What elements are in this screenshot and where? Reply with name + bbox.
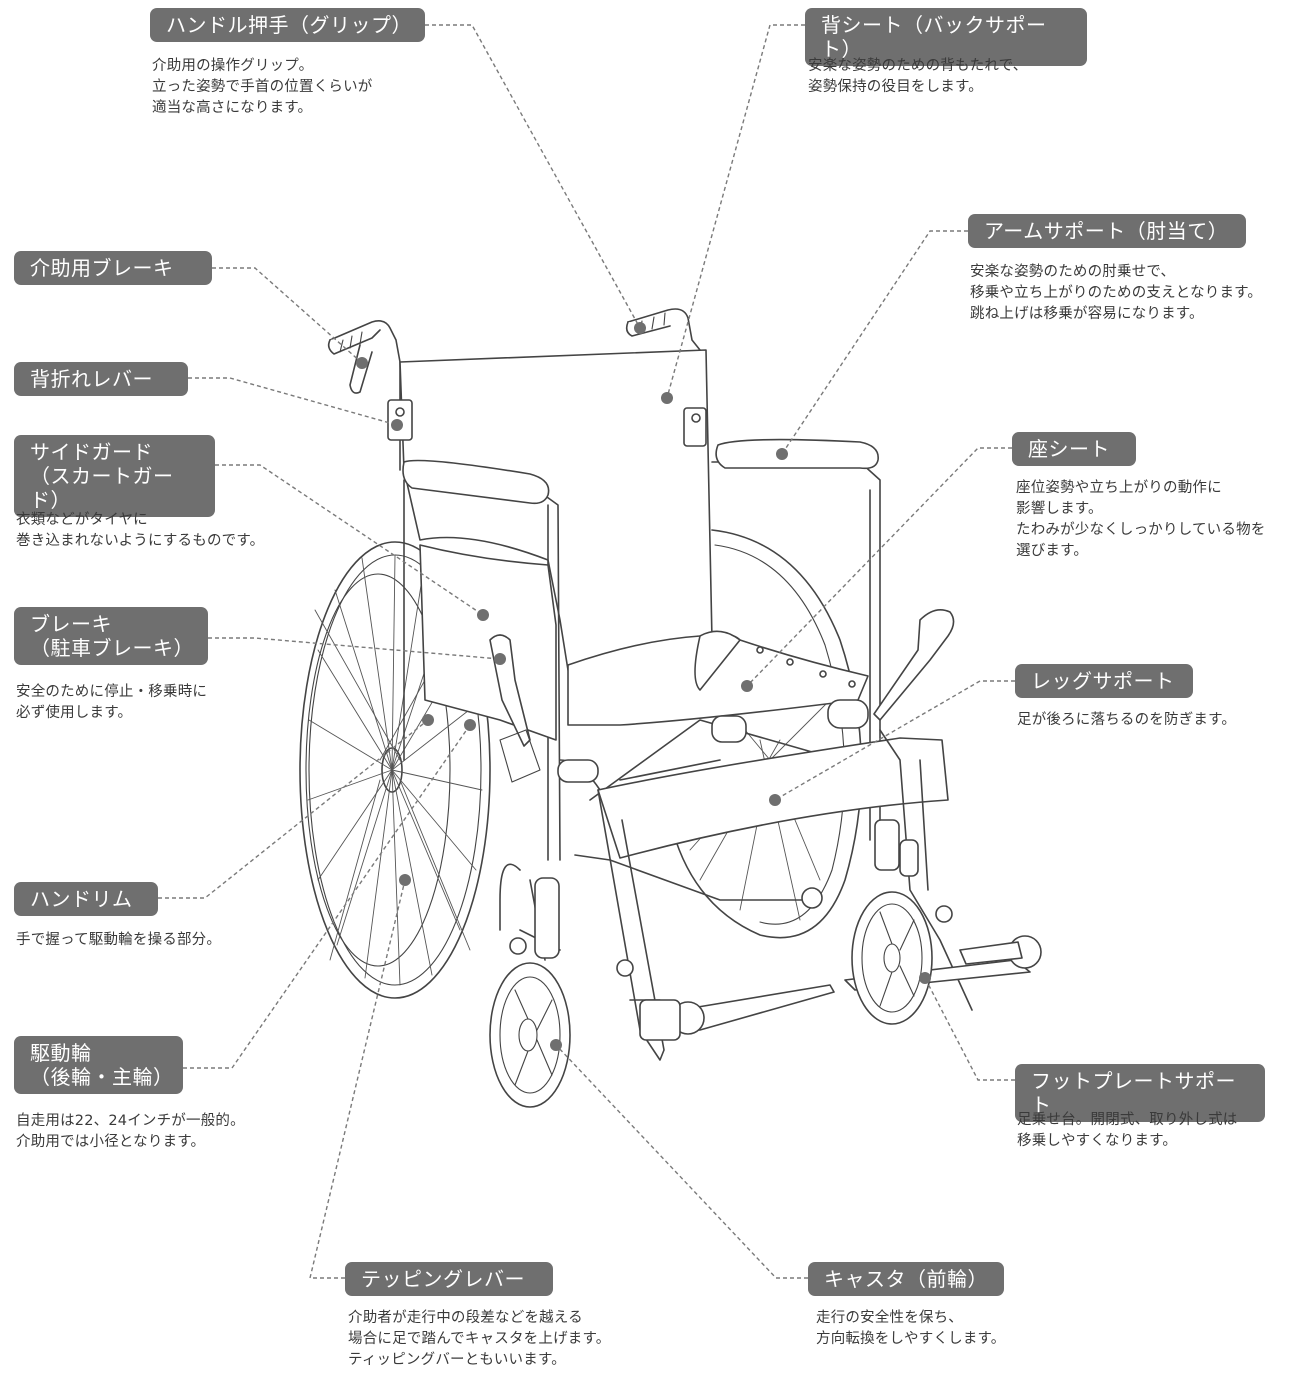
desc-tipping-lever: 介助者が走行中の段差などを越える 場合に足で踏んでキャスタを上げます。 ティッピ…: [348, 1310, 611, 1368]
label-assist-brake: 介助用ブレーキ: [14, 251, 212, 285]
marker-back-fold-lever: [391, 419, 403, 431]
far-drive-wheel: [669, 529, 863, 939]
marker-drive-wheel: [464, 719, 476, 731]
caster-wheel-near: [489, 962, 571, 1108]
desc-arm-support: 安楽な姿勢のための肘乗せで、 移乗や立ち上がりのための支えとなります。 跳ね上げ…: [970, 264, 1263, 322]
desc-drive-wheel: 自走用は22、24インチが一般的。 介助用では小径となります。: [16, 1113, 245, 1150]
label-handle-grip: ハンドル押手（グリップ）: [150, 8, 425, 42]
seat-cushion: [567, 632, 869, 726]
leader-lines: [158, 24, 1015, 1279]
desc-back-seat: 安楽な姿勢のための背もたれで、 姿勢保持の役目をします。: [808, 58, 1028, 95]
label-arm-support: アームサポート（肘当て）: [968, 214, 1246, 248]
label-parking-brake: ブレーキ （駐車ブレーキ）: [14, 607, 208, 665]
marker-hand-rim: [422, 714, 434, 726]
assist-brake-lever: [349, 344, 373, 394]
drive-wheel-tire: [299, 541, 491, 999]
caster-wheel-far: [851, 891, 933, 1025]
label-hand-rim: ハンドリム: [14, 882, 158, 916]
side-guard-panel: [419, 544, 557, 741]
wheelchair-illustration: [299, 308, 1042, 1108]
front-leg-far: [879, 729, 973, 1011]
desc-seat: 座位姿勢や立ち上がりの動作に 影響します。 たわみが少なくしっかりしている物を …: [1016, 480, 1266, 559]
drive-wheel-spokes: [307, 555, 483, 986]
label-caster: キャスタ（前輪）: [808, 1262, 1004, 1296]
marker-arm-support: [776, 448, 788, 460]
label-back-fold-lever: 背折れレバー: [14, 362, 188, 396]
desc-caster: 走行の安全性を保ち、 方向転換をしやすくします。: [816, 1310, 1006, 1347]
marker-handle-grip: [634, 322, 646, 334]
left-push-handle: [329, 320, 401, 471]
desc-hand-rim: 手で握って駆動輪を操る部分。: [16, 932, 222, 948]
label-tipping-lever: テッピングレバー: [345, 1262, 553, 1296]
marker-side-guard: [477, 609, 489, 621]
desc-side-guard: 衣類などがタイヤに 巻き込まれないようにするものです。: [16, 512, 265, 549]
label-seat: 座シート: [1012, 432, 1136, 466]
marker-assist-brake: [356, 357, 368, 369]
marker-leg-support: [769, 794, 781, 806]
hand-rim-ring: [305, 573, 451, 967]
marker-seat: [741, 680, 753, 692]
marker-parking-brake: [494, 653, 506, 665]
part-markers: [356, 322, 931, 1051]
label-back-seat: 背シート（バックサポート）: [805, 8, 1087, 66]
left-armrest-pad: [402, 459, 550, 505]
label-side-guard: サイドガード （スカートガード）: [14, 435, 215, 517]
marker-tipping-lever: [399, 874, 411, 886]
label-foot-plate: フットプレートサポート: [1015, 1064, 1265, 1122]
desc-handle-grip: 介助用の操作グリップ。 立った姿勢で手首の位置くらいが 適当な高さになります。: [152, 58, 373, 116]
label-drive-wheel: 駆動輪 （後輪・主輪）: [14, 1036, 183, 1094]
right-armrest-pad: [715, 438, 879, 470]
desc-leg-support: 足が後ろに落ちるのを防ぎます。: [1017, 712, 1237, 728]
label-leg-support: レッグサポート: [1015, 664, 1193, 698]
marker-caster: [550, 1039, 562, 1051]
marker-foot-plate: [919, 972, 931, 984]
marker-back-seat: [661, 392, 673, 404]
desc-foot-plate: 足乗せ台。開閉式、取り外し式は 移乗しやすくなります。: [1017, 1112, 1238, 1149]
tipping-lever-bar: [873, 609, 955, 721]
desc-parking-brake: 安全のために停止・移乗時に 必ず使用します。: [16, 684, 208, 721]
